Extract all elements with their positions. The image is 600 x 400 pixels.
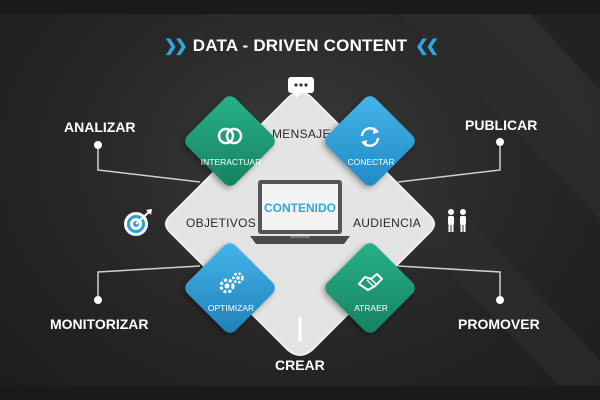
chevron-right-icon: ❯❯ [163, 38, 188, 55]
top-border [0, 0, 600, 14]
tile-label-conectar: CONECTAR [347, 157, 395, 167]
label-audiencia: AUDIENCIA [353, 216, 422, 230]
people-icon [448, 209, 466, 232]
refresh-icon [360, 127, 380, 147]
label-promover: PROMOVER [458, 316, 540, 332]
bottom-border [0, 386, 600, 400]
dot-promover [496, 296, 504, 304]
connector-promover [397, 265, 501, 300]
label-mensaje: MENSAJE [272, 127, 331, 141]
chat-bubble-icon [288, 77, 314, 98]
handshake-icon [358, 273, 383, 291]
link-icon [217, 127, 243, 145]
chevron-left-icon: ❮❮ [415, 38, 439, 55]
target-icon [124, 209, 152, 236]
title: ❯❯DATA - DRIVEN CONTENT ❮❮ [0, 36, 600, 56]
connector-publicar [397, 142, 501, 183]
dot-analizar [94, 141, 102, 149]
connector-analizar [97, 145, 201, 183]
label-crear: CREAR [275, 357, 325, 373]
center-label: CONTENIDO [264, 201, 336, 215]
label-monitorizar: MONITORIZAR [50, 316, 149, 332]
dot-publicar [496, 138, 504, 146]
label-analizar: ANALIZAR [64, 119, 136, 135]
connector-monitorizar [97, 265, 201, 300]
gears-icon [219, 272, 244, 294]
tile-label-interactuar: INTERACTUAR [200, 157, 262, 167]
title-text: DATA - DRIVEN CONTENT [192, 36, 408, 55]
laptop-icon [250, 180, 350, 244]
tile-label-atraer: ATRAER [354, 303, 388, 313]
label-objetivos: OBJETIVOS [186, 216, 257, 230]
dot-monitorizar [94, 296, 102, 304]
label-publicar: PUBLICAR [465, 117, 538, 133]
tile-label-optimizar: OPTIMIZAR [207, 303, 255, 313]
